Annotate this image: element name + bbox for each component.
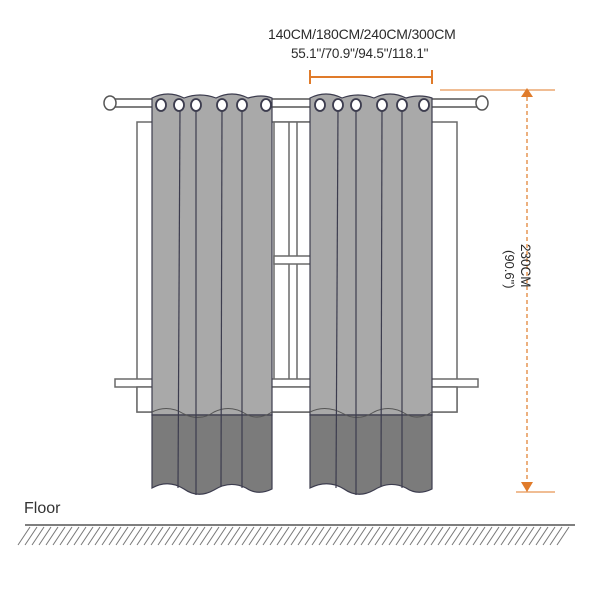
floor-hatch-line: [290, 526, 304, 546]
floor-hatch-line: [416, 526, 430, 546]
floor-hatch-line: [304, 526, 318, 546]
floor-hatch-line: [437, 526, 451, 546]
floor-hatch-line: [374, 526, 388, 546]
floor-hatch-line: [87, 526, 101, 546]
floor-hatch-line: [486, 526, 500, 546]
floor-hatch-line: [24, 526, 38, 546]
floor-hatch-line: [444, 526, 458, 546]
floor-hatch-line: [241, 526, 255, 546]
floor-hatch-line: [73, 526, 87, 546]
grommet-ring-icon: [155, 98, 430, 112]
floor-hatch-line: [549, 526, 563, 546]
floor-hatch-line: [332, 526, 346, 546]
left-curtain-panel: [151, 93, 273, 495]
floor-hatch-line: [80, 526, 94, 546]
floor-hatch-line: [325, 526, 339, 546]
floor-hatch-line: [248, 526, 262, 546]
height-label-inches: (90.6"): [502, 250, 517, 289]
floor-hatch-line: [234, 526, 248, 546]
floor-hatch-line: [157, 526, 171, 546]
floor-hatch-line: [367, 526, 381, 546]
floor-hatch-line: [269, 526, 283, 546]
floor-hatch-line: [360, 526, 374, 546]
floor-hatch-line: [38, 526, 52, 546]
floor-hatch-line: [213, 526, 227, 546]
floor-hatch-line: [17, 526, 31, 546]
floor-hatch-line: [45, 526, 59, 546]
floor-hatch-line: [493, 526, 507, 546]
floor-hatch-line: [479, 526, 493, 546]
floor-hatch-line: [388, 526, 402, 546]
floor-hatch-line: [192, 526, 206, 546]
floor-hatch-line: [402, 526, 416, 546]
height-dimension-arrow-icon: [440, 88, 555, 493]
floor-hatch-line: [122, 526, 136, 546]
floor-hatch-line: [346, 526, 360, 546]
floor-hatch-line: [220, 526, 234, 546]
height-label-cm: 230CM: [518, 244, 533, 288]
width-dimension-line: [309, 70, 433, 84]
floor-hatch-line: [283, 526, 297, 546]
floor-hatch-line: [129, 526, 143, 546]
floor-hatch-line: [500, 526, 514, 546]
floor-hatch-line: [451, 526, 465, 546]
right-curtain-panel: [309, 93, 433, 495]
floor-hatch-line: [556, 526, 570, 546]
floor-hatch-line: [472, 526, 486, 546]
width-label-cm: 140CM/180CM/240CM/300CM: [268, 26, 456, 42]
floor-hatch-line: [458, 526, 472, 546]
floor-hatch-line: [353, 526, 367, 546]
floor-hatch-line: [52, 526, 66, 546]
floor-hatch-line: [465, 526, 479, 546]
floor-hatch-line: [311, 526, 325, 546]
floor-hatch-line: [262, 526, 276, 546]
floor-hatch-line: [297, 526, 311, 546]
floor-hatch-line: [178, 526, 192, 546]
floor-hatch-line: [31, 526, 45, 546]
floor-hatch-line: [276, 526, 290, 546]
floor-hatch-line: [423, 526, 437, 546]
floor-hatch-line: [143, 526, 157, 546]
floor-hatch-line: [227, 526, 241, 546]
floor-hatch-line: [507, 526, 521, 546]
floor-hatch-line: [381, 526, 395, 546]
floor-hatch-line: [164, 526, 178, 546]
floor-hatch-line: [430, 526, 444, 546]
floor-hatch-line: [395, 526, 409, 546]
floor-hatch-line: [528, 526, 542, 546]
floor-hatch-line: [59, 526, 73, 546]
floor-hatch-line: [542, 526, 556, 546]
floor-hatch-line: [514, 526, 528, 546]
floor-hatch-line: [150, 526, 164, 546]
floor-hatch-line: [206, 526, 220, 546]
floor-hatch-line: [409, 526, 423, 546]
floor-hatch-line: [199, 526, 213, 546]
floor-hatch-line: [185, 526, 199, 546]
floor-hatch-line: [94, 526, 108, 546]
floor-label: Floor: [24, 500, 61, 517]
floor-hatch-line: [171, 526, 185, 546]
floor-hatch-line: [521, 526, 535, 546]
floor-hatch-line: [318, 526, 332, 546]
floor-hatch-line: [108, 526, 122, 546]
floor-hatch-line: [255, 526, 269, 546]
width-label-inches: 55.1"/70.9"/94.5"/118.1": [291, 46, 429, 61]
floor-hatch-line: [101, 526, 115, 546]
floor-hatch-line: [136, 526, 150, 546]
floor-hatch-line: [339, 526, 353, 546]
floor-hatch-line: [535, 526, 549, 546]
floor-hatch-line: [66, 526, 80, 546]
floor-hatch-icon: [17, 524, 575, 546]
floor-hatch-line: [115, 526, 129, 546]
